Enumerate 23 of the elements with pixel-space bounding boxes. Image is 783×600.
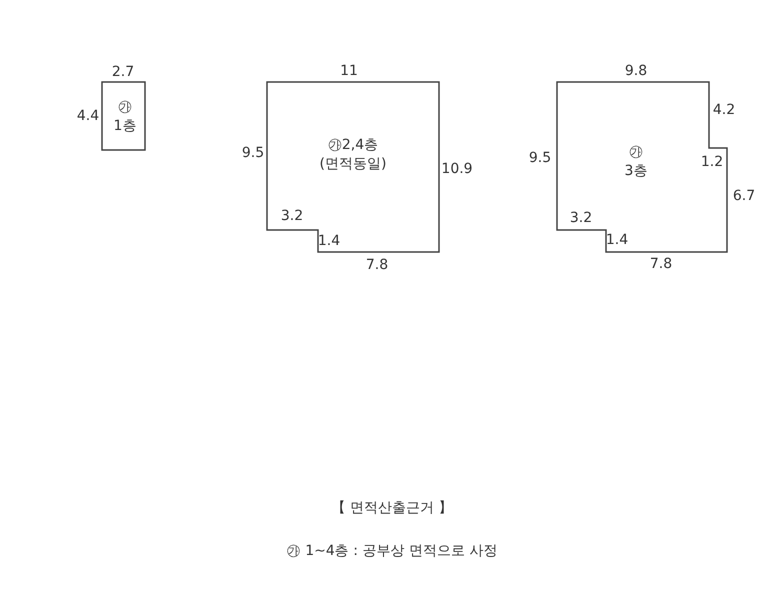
room-label: ㉮1층 — [114, 98, 136, 136]
dimension-label: 3.2 — [570, 210, 592, 226]
dimension-label: 2.7 — [112, 64, 134, 80]
dimension-label: 4.2 — [712, 102, 736, 118]
dimension-label: 9.5 — [242, 145, 264, 161]
dimension-label: 7.8 — [650, 256, 672, 272]
room-label: ㉮3층 — [624, 143, 648, 181]
dimension-label: 4.4 — [76, 108, 100, 124]
dimension-label: 6.7 — [732, 188, 756, 204]
dimension-label: 7.8 — [366, 257, 388, 273]
floor-plan — [267, 82, 439, 252]
dimension-label: 9.5 — [528, 150, 552, 166]
dimension-label: 1.4 — [606, 232, 628, 248]
dimension-label: 1.2 — [700, 154, 724, 170]
heading: 【 면적산출근거 】 — [332, 499, 452, 517]
note-text: ㉮ 1~4층 : 공부상 면적으로 사정 — [286, 542, 498, 560]
dimension-label: 9.8 — [624, 63, 648, 79]
dimension-label: 1.4 — [318, 233, 340, 249]
floor-plan — [102, 82, 145, 150]
dimension-label: 3.2 — [280, 208, 304, 224]
dimension-label: 10.9 — [441, 161, 473, 177]
room-label: ㉮2,4층 (면적동일) — [320, 136, 386, 174]
dimension-label: 11 — [340, 63, 358, 79]
